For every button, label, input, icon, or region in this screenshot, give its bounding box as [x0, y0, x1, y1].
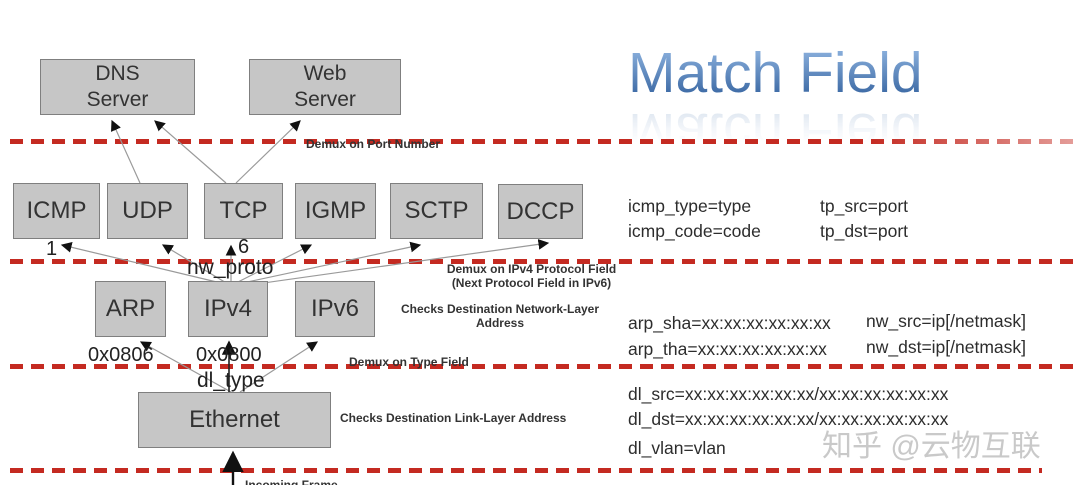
divider-incoming: [10, 468, 1042, 473]
node-ipv6: IPv6: [295, 281, 375, 337]
mf-dl-vlan: dl_vlan=vlan: [628, 438, 726, 458]
node-tcp: TCP: [204, 183, 283, 239]
field-nw-proto: nw_proto: [187, 256, 274, 279]
note-demux-port: Demux on Port Number: [306, 137, 441, 151]
mf-icmp-type: icmp_type=type: [628, 196, 752, 216]
node-dccp: DCCP: [498, 184, 583, 239]
mf-dl-src: dl_src=xx:xx:xx:xx:xx:xx/xx:xx:xx:xx:xx:…: [628, 384, 949, 404]
note-incoming-frame: Incoming Frame: [245, 478, 338, 485]
watermark: 知乎 @云物互联: [822, 430, 1041, 463]
ethertype-ipv4: 0x0800: [196, 344, 262, 366]
node-web-server: Web Server: [249, 59, 401, 115]
divider-fade: [868, 139, 1078, 144]
mf-nw-dst: nw_dst=ip[/netmask]: [866, 337, 1027, 357]
mf-tp-src: tp_src=port: [820, 196, 909, 216]
field-dl-type: dl_type: [197, 369, 265, 392]
note-demux-type: Demux on Type Field: [349, 355, 469, 369]
mf-dl-dst: dl_dst=xx:xx:xx:xx:xx:xx/xx:xx:xx:xx:xx:…: [628, 409, 949, 429]
node-arp: ARP: [95, 281, 166, 337]
node-ipv4: IPv4: [188, 281, 268, 337]
divider-type-demux: [10, 364, 1078, 369]
mf-arp-tha: arp_tha=xx:xx:xx:xx:xx:xx: [628, 339, 827, 359]
node-dns-server: DNS Server: [40, 59, 195, 115]
node-ethernet: Ethernet: [138, 392, 331, 448]
note-checks-link: Checks Destination Link-Layer Address: [340, 411, 567, 425]
node-icmp: ICMP: [13, 183, 100, 239]
node-udp: UDP: [107, 183, 188, 239]
proto-number-icmp: 1: [46, 238, 58, 260]
divider-port-demux: [10, 139, 1078, 144]
page-title: Match Field: [628, 41, 923, 105]
divider-proto-demux: [10, 259, 1078, 264]
mf-nw-src: nw_src=ip[/netmask]: [866, 311, 1026, 331]
node-igmp: IGMP: [295, 183, 376, 239]
mf-tp-dst: tp_dst=port: [820, 221, 909, 241]
mf-icmp-code: icmp_code=code: [628, 221, 761, 241]
proto-number-tcp: 6: [238, 236, 250, 258]
mf-arp-sha: arp_sha=xx:xx:xx:xx:xx:xx: [628, 313, 831, 333]
note-checks-network: Checks Destination Network-Layer Address: [400, 302, 600, 330]
note-demux-ipv4: Demux on IPv4 Protocol Field (Next Proto…: [446, 262, 617, 290]
node-sctp: SCTP: [390, 183, 483, 239]
ethertype-arp: 0x0806: [88, 344, 154, 366]
